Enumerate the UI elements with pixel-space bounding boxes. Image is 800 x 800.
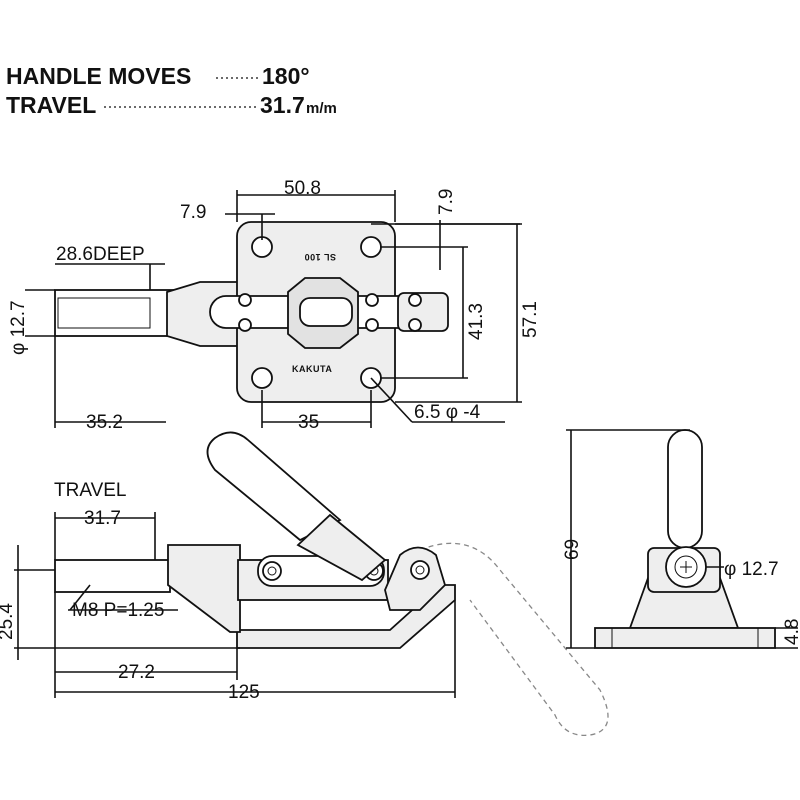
thread-spec: M8 P=1.25 [72,600,164,621]
travel-unit: m/m [306,100,337,117]
dim-height: 57.1 [520,301,541,338]
plunger-rod-top [54,289,176,337]
handle-moves-value: 180° [262,63,310,89]
mount-hole-tr [360,236,382,258]
end-base-dim: 4.8 [782,619,800,645]
end-base [594,627,776,649]
pivot-a [262,561,282,581]
plunger-bore-top [57,297,151,329]
base-side [236,584,456,649]
handle-arm [296,513,387,582]
side-travel-label: TRAVEL [54,480,127,501]
pin-4 [365,318,379,332]
link-slot [299,297,353,327]
end-dia-dim: φ 12.7 [724,559,779,580]
travel-value: 31.7 [260,92,305,118]
mount-hole-bl [251,367,273,389]
dim-width: 50.8 [284,178,321,199]
top-view: SL 100 KAKUTA 50.8 7.9 7.9 41.3 57.1 28.… [8,178,541,433]
dim-right-offset: 7.9 [436,189,457,215]
pin-1 [238,293,252,307]
length-dim: 125 [228,682,260,703]
dim-hole-span: 41.3 [466,303,487,340]
ghost-handle [419,542,609,736]
side-height-dim: 25.4 [0,603,17,640]
base-offset-dim: 27.2 [118,662,155,683]
dim-plunger-dia: φ 12.7 [8,300,29,355]
dim-hole-pitch: 35 [298,412,319,433]
dim-deep: 28.6DEEP [56,244,145,265]
handle-moves-label: HANDLE MOVES [6,63,191,89]
part-number-mark: SL 100 [304,252,336,262]
dim-holes: 6.5 φ -4 [414,402,481,423]
end-view: 69 φ 12.7 4.8 [562,429,800,649]
side-travel-dim: 31.7 [84,508,121,529]
housing-side [167,544,241,633]
pin-5 [408,293,422,307]
side-view: TRAVEL 31.7 25.4 M8 P=1.25 27.2 125 [0,431,609,736]
handle-pivot-top [397,292,449,332]
plunger-rod-side [54,559,171,593]
end-handle [667,429,703,549]
pin-6 [408,318,422,332]
pin-2 [238,318,252,332]
spec-header: HANDLE MOVES 180° TRAVEL 31.7 m/m [6,63,337,118]
pivot-c [410,560,430,580]
brand-mark: KAKUTA [292,364,332,374]
end-height-dim: 69 [562,539,583,560]
dim-left-offset: 7.9 [180,202,206,223]
handle-post [384,546,447,611]
pin-3 [365,293,379,307]
dim-plunger-ext: 35.2 [86,412,123,433]
handle-grip [206,431,342,542]
travel-label: TRAVEL [6,92,96,118]
